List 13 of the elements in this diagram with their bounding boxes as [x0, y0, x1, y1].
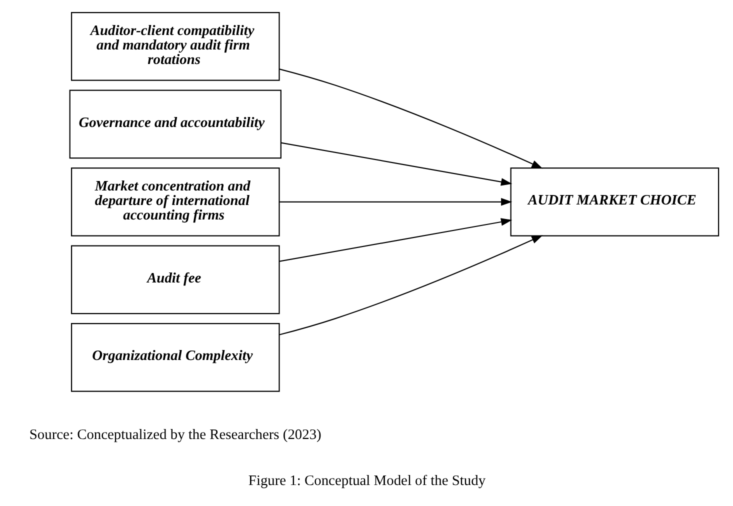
node-box: Audit fee: [70, 245, 280, 314]
arrow: [280, 142, 512, 186]
label: Source: Conceptualized by the Researchers (2023): [28, 426, 321, 443]
node-box: Governance and accountability: [68, 90, 281, 159]
arrow: [278, 218, 512, 262]
arrow: [278, 68, 542, 169]
caption: Figure 1: Conceptual Model of the Study: [248, 473, 486, 490]
node-box: Market concentration and departure of international accounting firms: [70, 167, 280, 236]
node-box: Auditor-client compatibility and mandatory audit firm rotations: [70, 12, 280, 81]
arrow: [278, 235, 542, 336]
node-box: Organizational Complexity: [70, 322, 280, 392]
arrow: [279, 198, 512, 206]
node-box: AUDIT MARKET CHOICE: [510, 167, 719, 236]
